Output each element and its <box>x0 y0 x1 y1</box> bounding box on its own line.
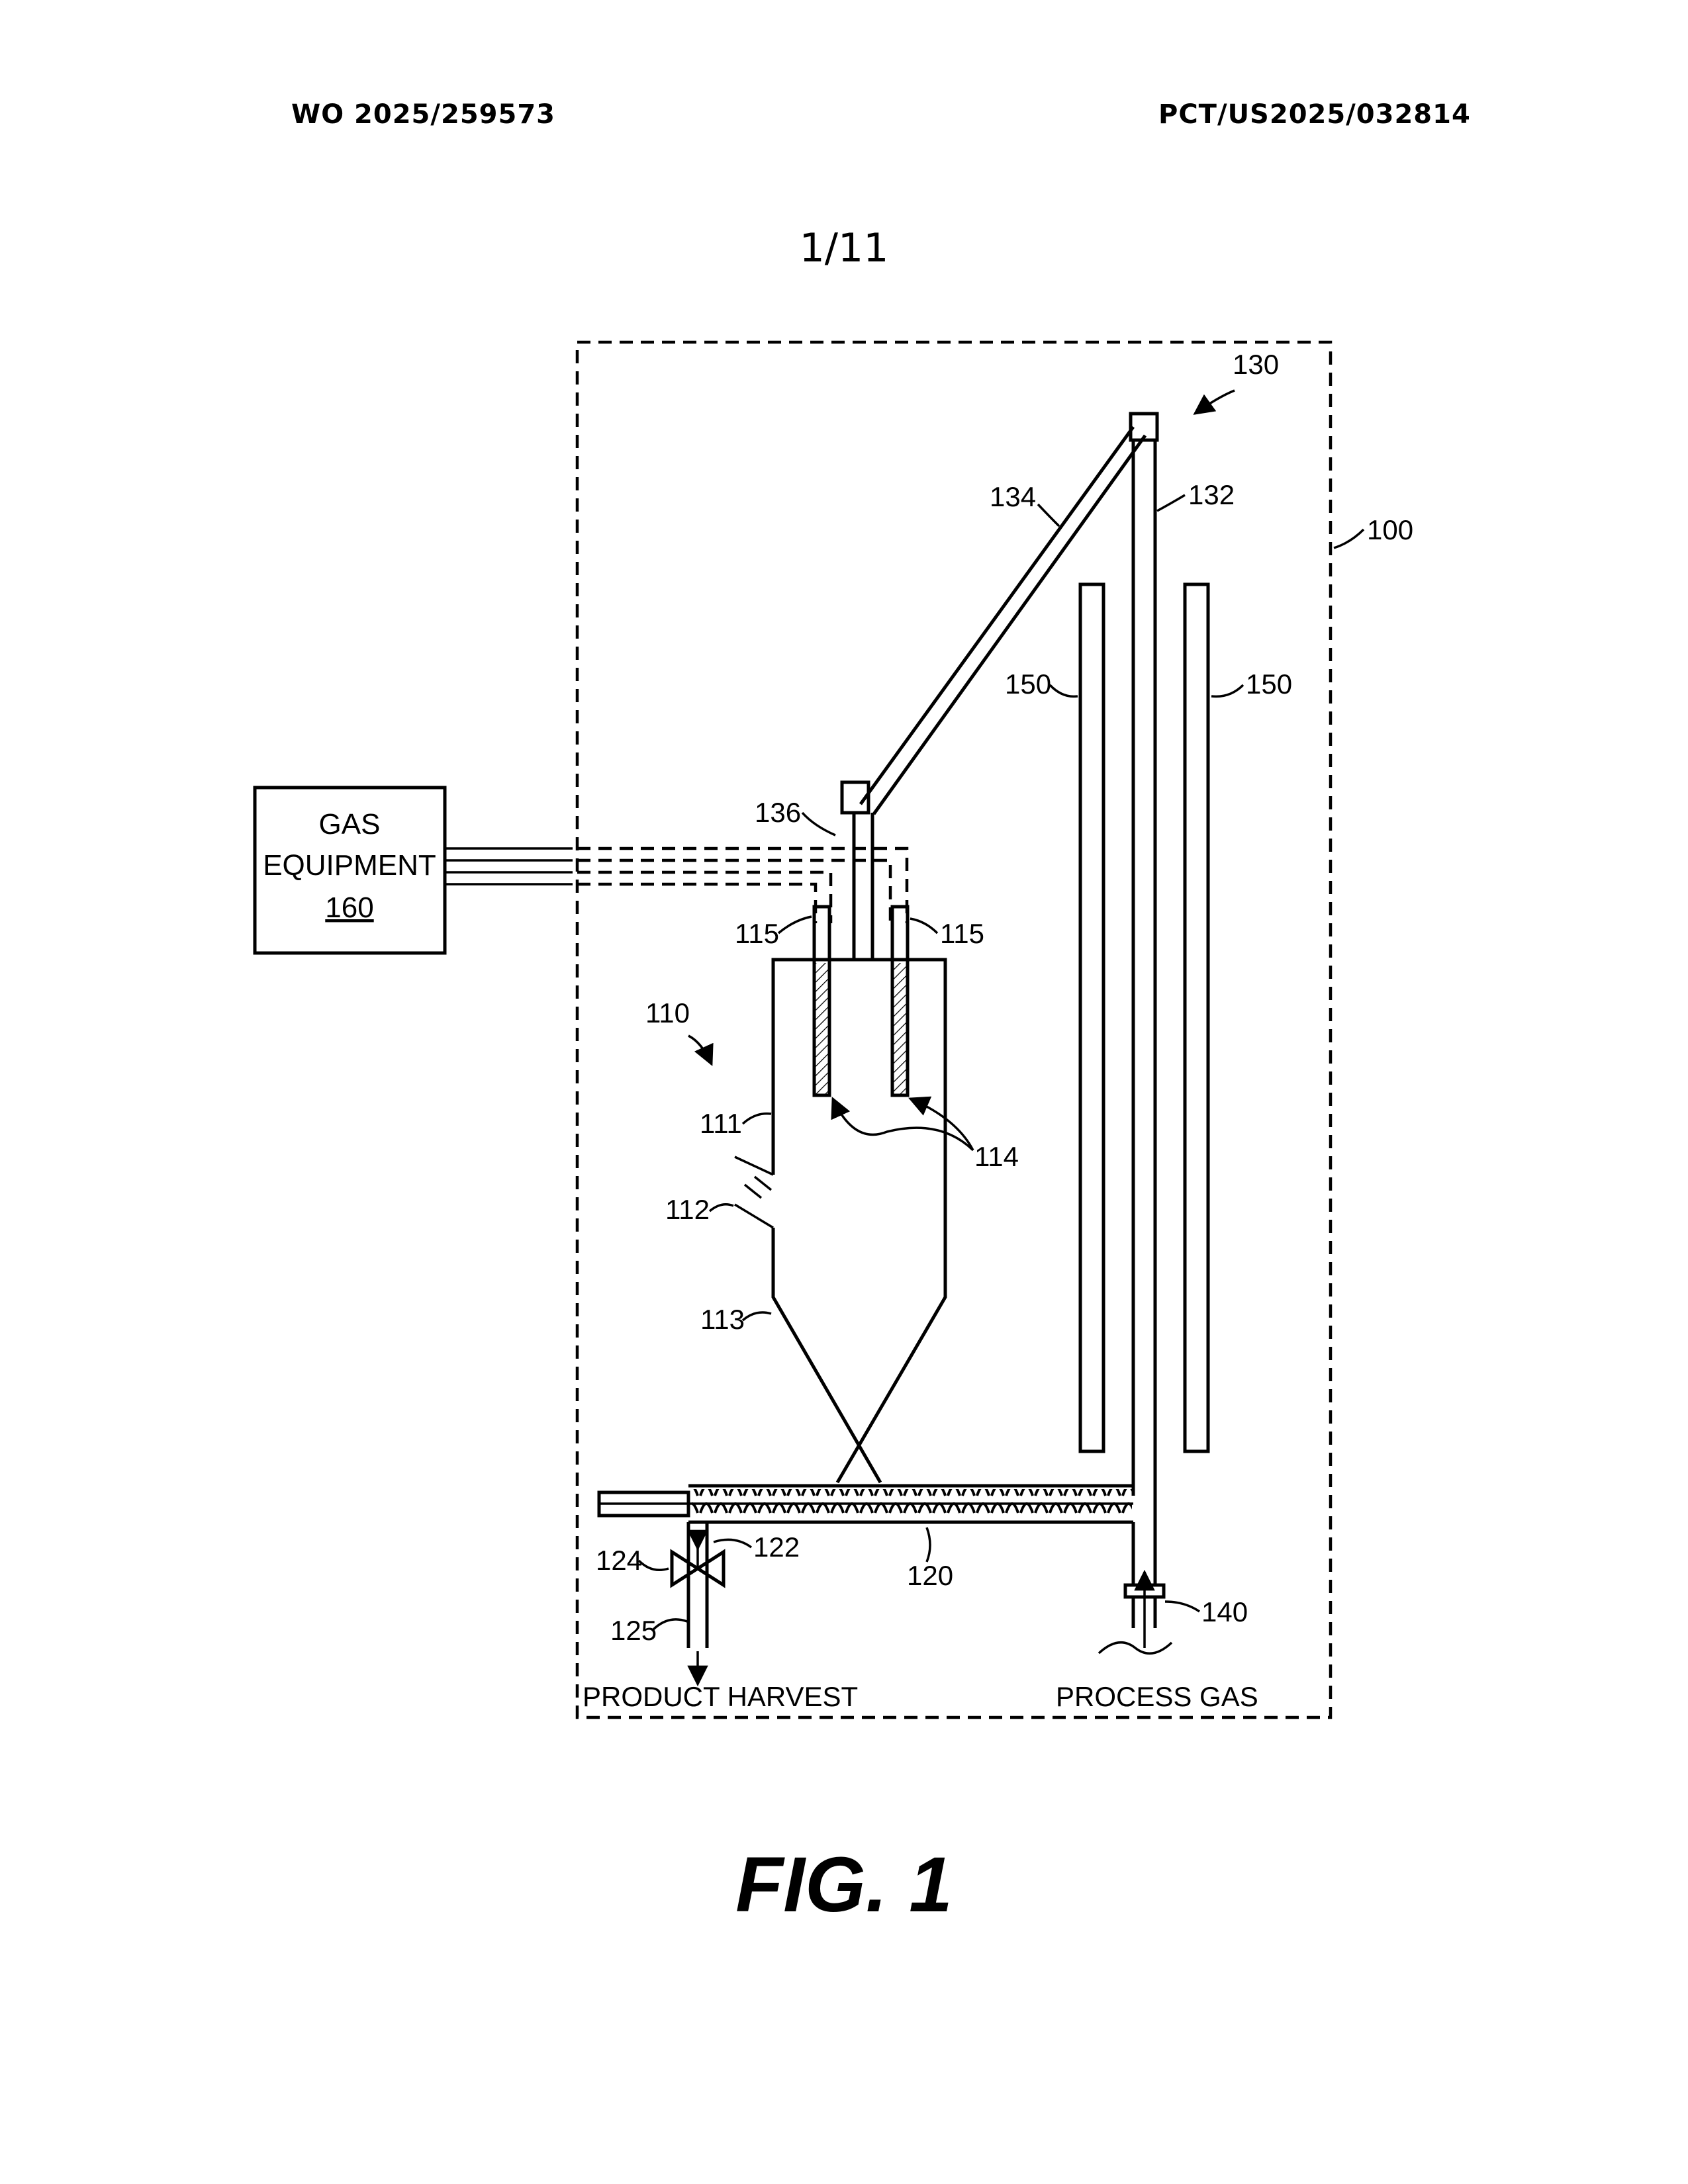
ref-111: 111 <box>700 1108 742 1139</box>
cyclone-separator <box>735 960 945 1482</box>
ref-136: 136 <box>755 797 801 828</box>
ref-115-left: 115 <box>735 918 779 949</box>
ref-115-right: 115 <box>940 918 984 949</box>
gas-lines-dashed <box>577 848 907 923</box>
screw-conveyor <box>599 1486 1133 1522</box>
ref-114: 114 <box>974 1141 1019 1172</box>
ref-113: 113 <box>700 1304 745 1335</box>
gas-lines-solid <box>445 848 573 884</box>
ref-122: 122 <box>753 1531 800 1563</box>
ref-120: 120 <box>907 1560 953 1591</box>
gas-equipment-box: GAS EQUIPMENT 160 <box>255 788 445 953</box>
ref-124: 124 <box>596 1545 642 1576</box>
ref-134: 134 <box>990 481 1036 512</box>
ref-110: 110 <box>645 997 690 1028</box>
ref-150-right: 150 <box>1246 668 1292 700</box>
riser-tube <box>1133 440 1155 1562</box>
ref-125: 125 <box>610 1615 657 1646</box>
heater-right <box>1185 584 1208 1451</box>
heater-left <box>1080 584 1103 1451</box>
ref-150-left: 150 <box>1005 668 1051 700</box>
gas-equipment-line1: GAS <box>319 808 381 841</box>
ref-132: 132 <box>1188 479 1235 510</box>
ref-112: 112 <box>665 1194 710 1225</box>
ref-100: 100 <box>1367 514 1413 545</box>
transfer-conduit <box>861 414 1157 814</box>
product-outlet <box>672 1522 724 1684</box>
gas-equipment-line2: EQUIPMENT <box>263 849 436 882</box>
gas-equipment-number: 160 <box>325 891 373 924</box>
product-harvest-label: PRODUCT HARVEST <box>583 1681 858 1712</box>
riser-and-tubes <box>814 782 908 1095</box>
ref-130: 130 <box>1233 349 1279 380</box>
process-gas-inlet <box>1099 1562 1172 1653</box>
reference-numerals: 130 132 134 100 150 150 136 115 115 110 … <box>596 349 1413 1646</box>
figure-label: FIG. 1 <box>0 1840 1688 1930</box>
process-gas-label: PROCESS GAS <box>1056 1681 1258 1712</box>
ref-140: 140 <box>1201 1596 1248 1627</box>
